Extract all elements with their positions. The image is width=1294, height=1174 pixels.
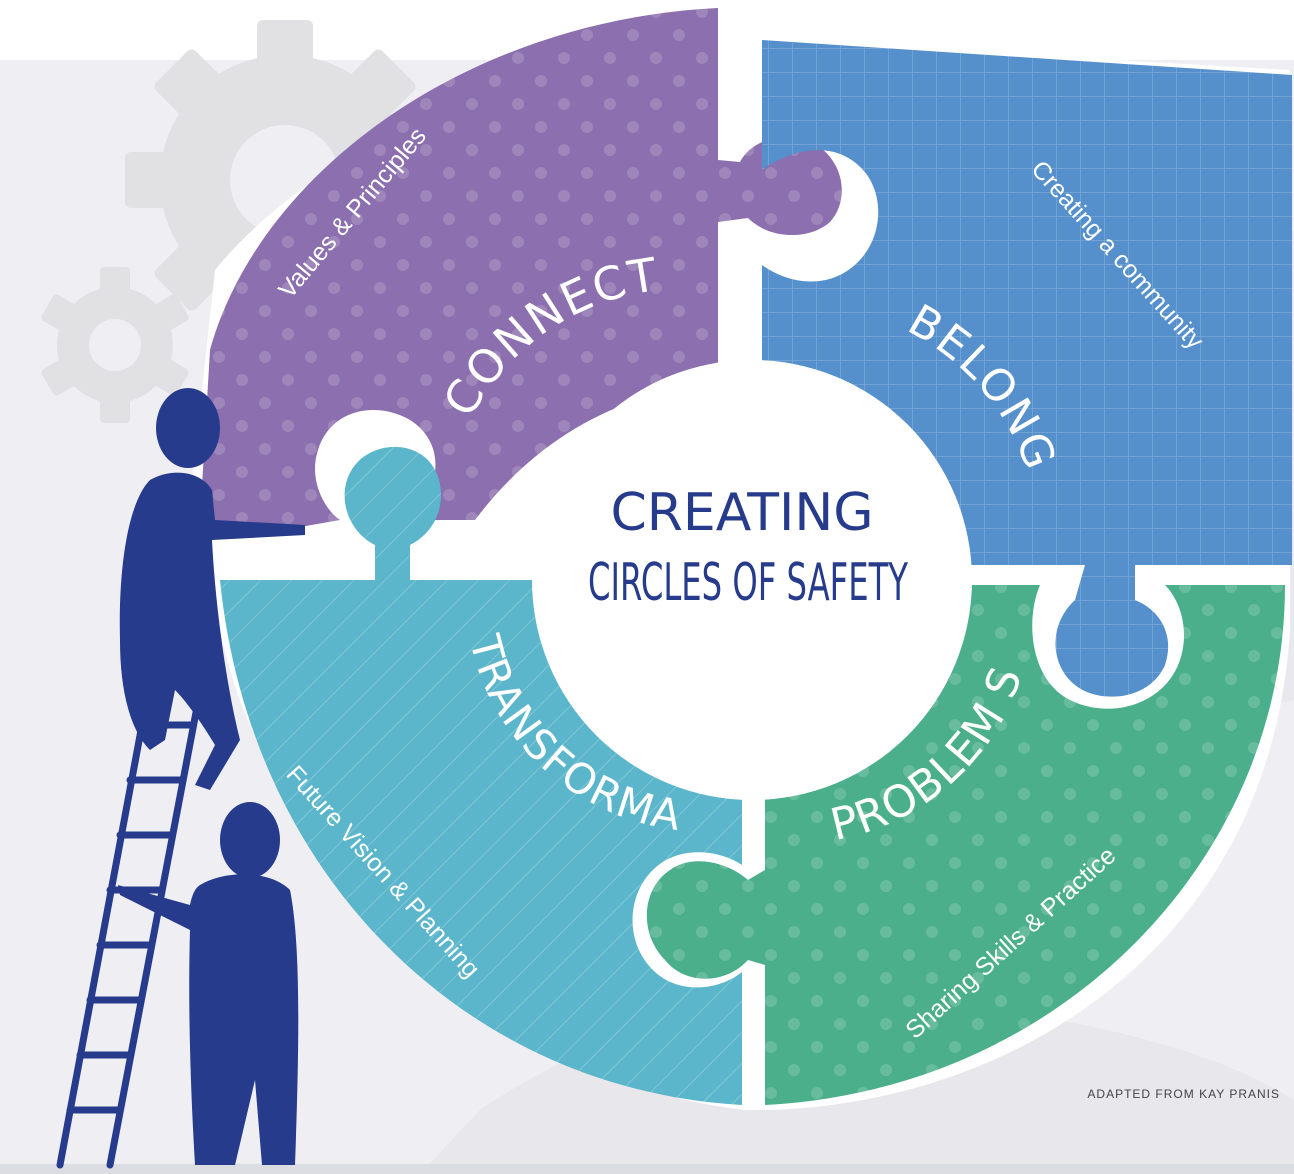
ground-line: [0, 1164, 1294, 1174]
small-gear-icon: [41, 267, 189, 423]
person-on-ladder-figure: [119, 388, 305, 790]
belonging-piece: [762, 40, 1292, 697]
problem-solve-piece: [646, 585, 1285, 1105]
credit-text: ADAPTED FROM KAY PRANIS: [1087, 1087, 1280, 1101]
connection-piece: [200, 8, 842, 527]
standing-person-figure: [118, 802, 299, 1165]
transformation-piece: [220, 446, 742, 1105]
center-title-line1: CREATING: [610, 483, 873, 543]
center-circle: [532, 360, 972, 800]
ladder: [56, 651, 209, 1169]
center-title-line2: CIRCLES OF SAFETY: [588, 553, 908, 613]
